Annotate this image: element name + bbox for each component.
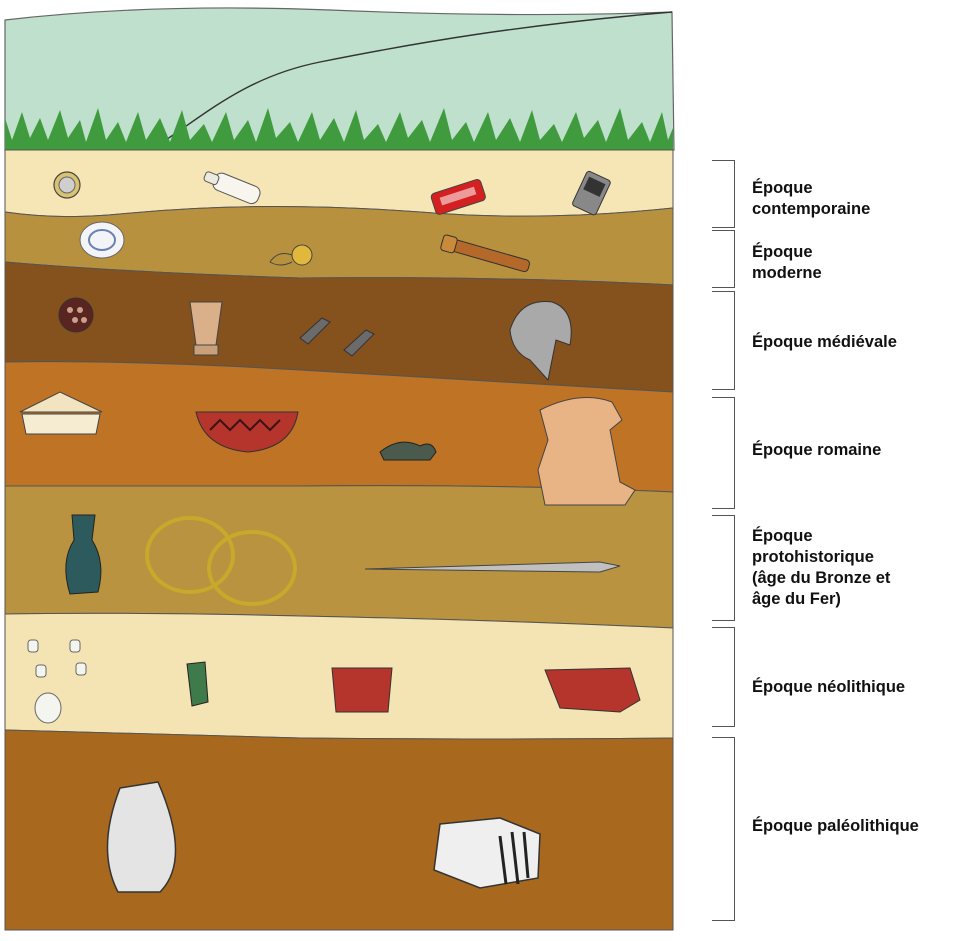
bracket-paleolithique: [712, 737, 735, 921]
stratum-protohistorique: [5, 486, 673, 628]
bracket-protohistorique: [712, 515, 735, 621]
label-medievale: Époque médiévale: [752, 332, 957, 353]
label-contemporaine: Époque contemporaine: [752, 178, 957, 220]
bracket-contemporaine: [712, 160, 735, 228]
glass-beaker: [190, 302, 222, 355]
stratum-paleolithique: [5, 730, 673, 930]
label-protohistorique: Époque protohistorique (âge du Bronze et…: [752, 526, 957, 610]
bracket-moderne: [712, 230, 735, 288]
stratum-contemporaine: [5, 150, 673, 217]
horn-vessel: [545, 668, 640, 712]
bracket-neolithique: [712, 627, 735, 727]
porcelain-plate: [80, 222, 124, 258]
label-neolithique: Époque néolithique: [752, 677, 957, 698]
label-moderne: Époque moderne: [752, 242, 957, 284]
bracket-medievale: [712, 291, 735, 390]
label-romaine: Époque romaine: [752, 440, 957, 461]
euro-coin: [54, 172, 80, 198]
carinated-pot: [332, 668, 392, 712]
bracket-romaine: [712, 397, 735, 509]
label-paleolithique: Époque paléolithique: [752, 816, 957, 837]
brooch: [59, 298, 93, 332]
biface: [107, 782, 175, 892]
